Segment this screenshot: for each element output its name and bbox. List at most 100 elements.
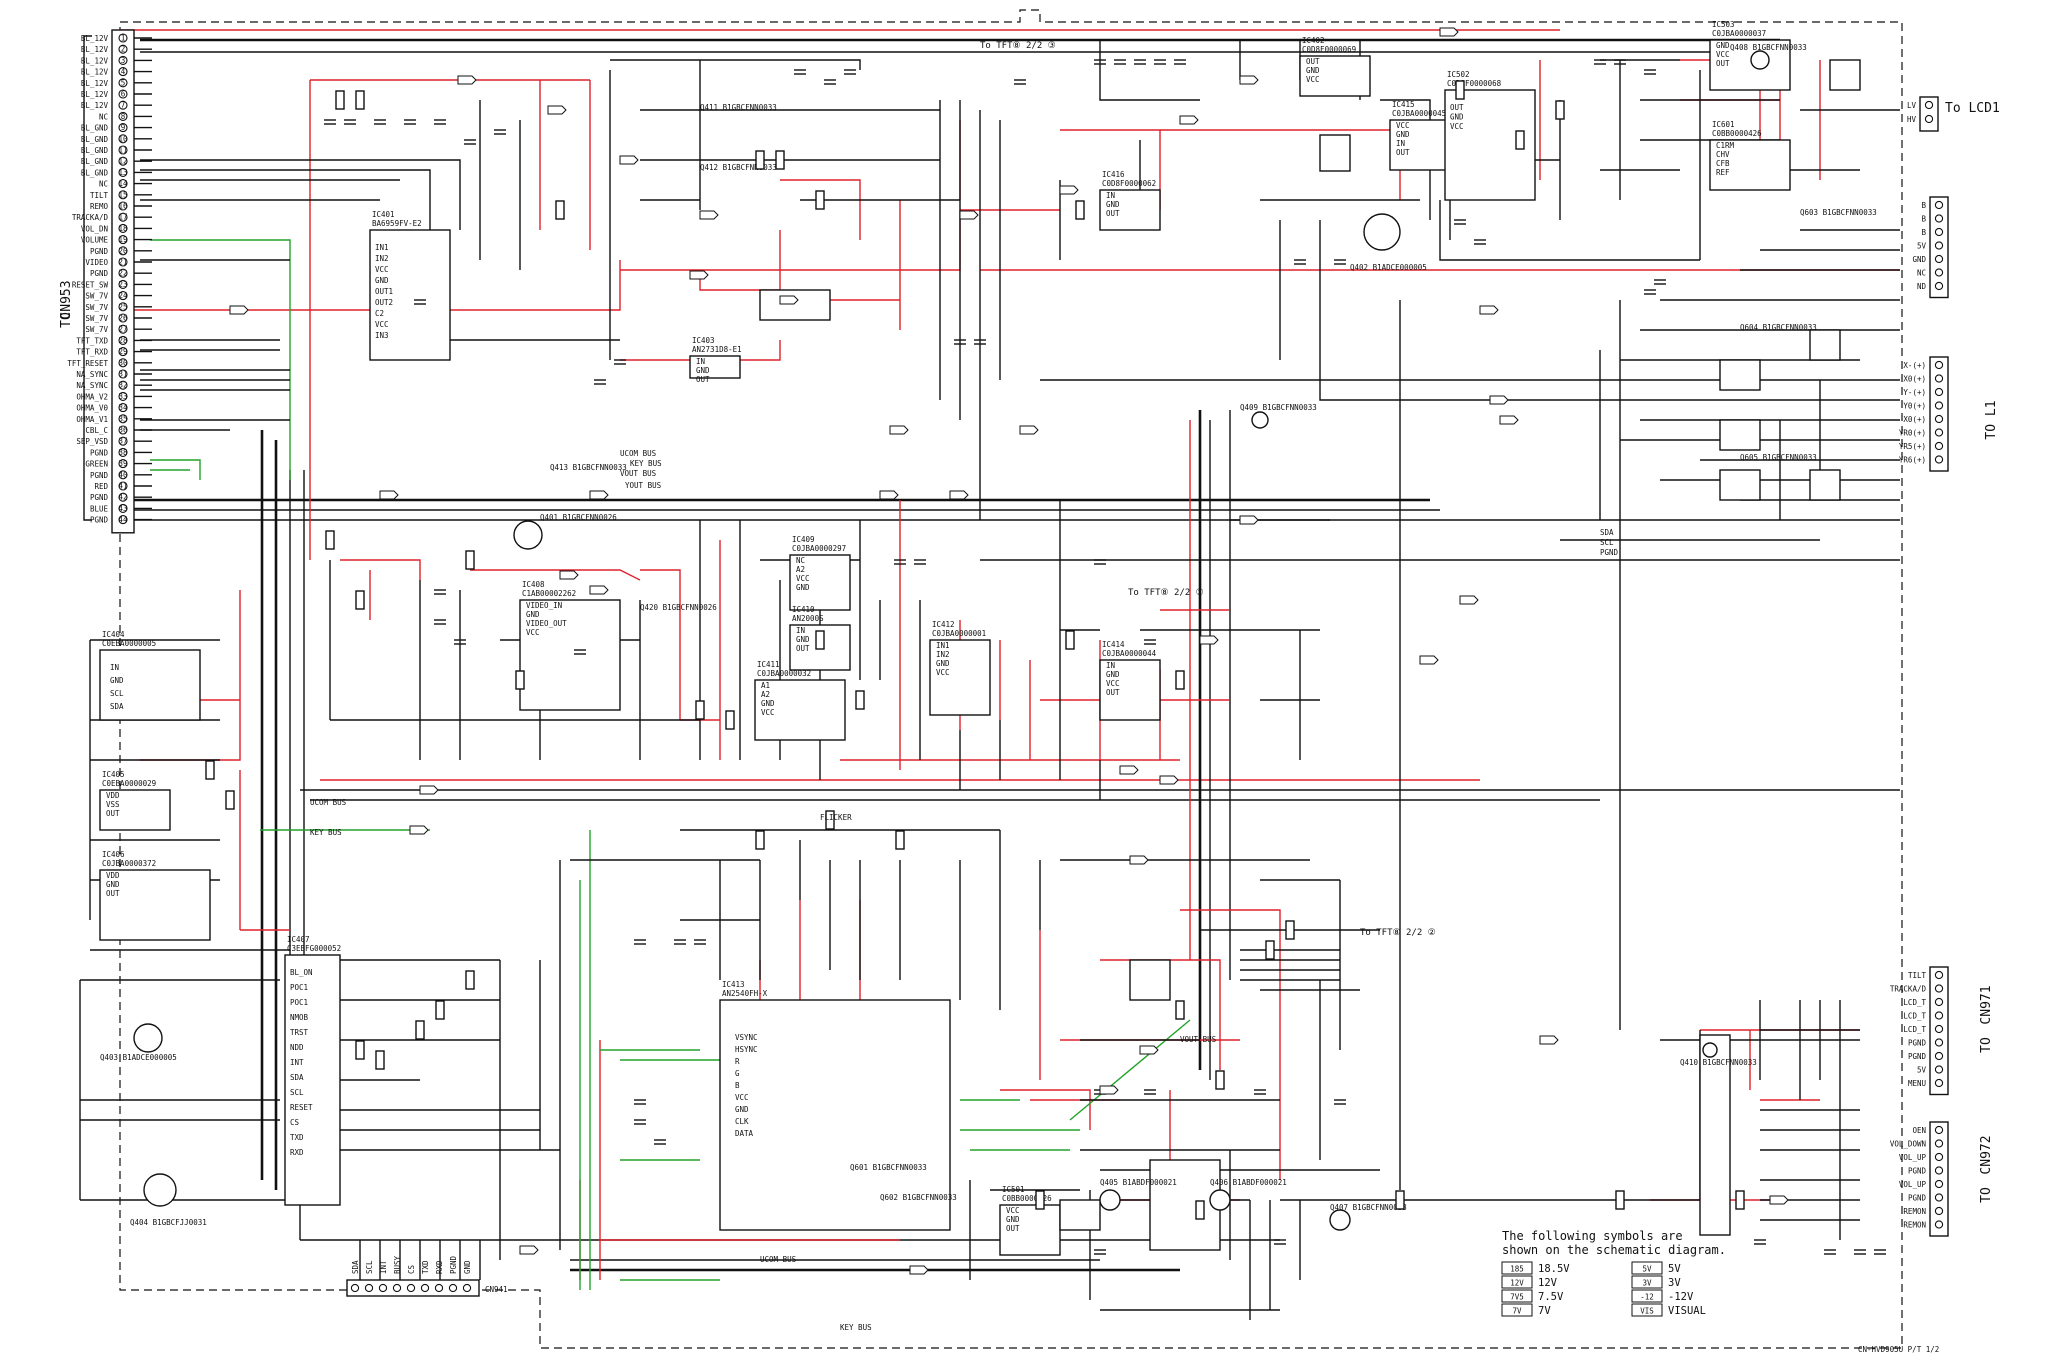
ic-pin-label: SCL — [110, 689, 124, 698]
cn972-pin-label: PGND — [1908, 1194, 1927, 1203]
resistor — [755, 150, 765, 170]
cn953-pin — [118, 279, 128, 289]
ic-pin-label: VCC — [735, 1093, 749, 1102]
ic-pin-label: RESET — [290, 1103, 313, 1112]
bus-name-label: FLICKER — [820, 813, 852, 822]
legend-symbol-tag: 185 — [1510, 1265, 1524, 1274]
lcd1-pin-label: HV — [1907, 115, 1917, 124]
legend-voltage: 7V — [1538, 1305, 1551, 1317]
cn972-pin — [1934, 1206, 1944, 1216]
ic-pin-label: VCC — [796, 574, 810, 583]
resistor — [415, 1020, 425, 1040]
ic-pin-label: POC1 — [290, 998, 308, 1007]
cn953-pin-number: 7 — [121, 101, 126, 110]
cn953-pin — [118, 246, 128, 256]
cn953-pin-number: 42 — [118, 493, 127, 502]
cn953-pin-number: 1 — [121, 34, 126, 43]
cn953-pin — [118, 257, 128, 267]
bus-flag — [1199, 635, 1219, 645]
resistor — [335, 90, 345, 110]
ic-pin-label: IN1 — [936, 641, 950, 650]
resistor — [375, 1050, 385, 1070]
ic-part-number: C0D8F0000069 — [1302, 45, 1356, 54]
legend-symbol-box — [1631, 1275, 1663, 1289]
bus-flag — [1459, 595, 1479, 605]
cn953-pin — [118, 134, 128, 144]
cn972-pin-label: VOL_DOWN — [1890, 1140, 1926, 1149]
ic-block — [1809, 329, 1841, 361]
ic-pin-label: REF — [1716, 168, 1730, 177]
ic-ref: IC407 — [287, 935, 310, 944]
cn953-pin — [118, 347, 128, 357]
ic-ref: IC503 — [1712, 20, 1735, 29]
cn953-pin-label: TFT_RESET — [67, 359, 108, 368]
cn972-pin-label: REMON — [1903, 1207, 1926, 1216]
ic-pin-label: SDA — [110, 702, 124, 711]
ic-pin-label: OUT — [796, 644, 810, 653]
ic-part-number: C0BB0000426 — [1002, 1194, 1052, 1203]
legend-symbol-tag: -12 — [1640, 1293, 1654, 1302]
l1-label: TO L1 — [1984, 400, 1999, 439]
cn953-pin-label: BL_GND — [81, 157, 109, 166]
ic-pin-label: VCC — [526, 628, 540, 637]
ic-part-number: C0JBA0000037 — [1712, 29, 1766, 38]
cn953-pin-label: BL_GND — [81, 168, 109, 177]
vout-bus-label: VOUT BUS — [1180, 1035, 1217, 1044]
cn953-pin-number: 5 — [121, 78, 126, 87]
page-reference: CN-HVD905U P/T 1/2 — [1858, 1345, 1939, 1354]
bus-flag — [909, 1265, 929, 1275]
ic-pin-label: INT — [290, 1058, 304, 1067]
resistor — [1175, 1000, 1185, 1020]
resistor — [465, 970, 475, 990]
bus-flag — [1119, 765, 1139, 775]
ic-pin-label: VCC — [375, 320, 389, 329]
ic-pin-label: OUT — [696, 375, 710, 384]
cn953-pin-label: RESET_SW — [72, 280, 109, 289]
cn953-pin — [118, 291, 128, 301]
ic-block — [999, 1204, 1061, 1256]
bus-flag — [779, 295, 799, 305]
cn953-pin-label: TILT — [90, 191, 109, 200]
ic-pin-label: IN1 — [375, 243, 389, 252]
ic-pin-label: OUT — [1450, 103, 1464, 112]
ic-pin-label: OUT — [106, 809, 120, 818]
l1-pin-label: X0(+) — [1903, 415, 1926, 424]
cn972-pin-label: VOL_UP — [1899, 1180, 1927, 1189]
resistor — [1735, 1190, 1745, 1210]
bus-flag — [1439, 27, 1459, 37]
resistor — [435, 1000, 445, 1020]
legend-symbol-tag: 3V — [1642, 1279, 1652, 1288]
ic-pin-label: C1RM — [1716, 141, 1735, 150]
cn953-pin — [118, 268, 128, 278]
cn953-pin-label: NA_SYNC — [76, 381, 108, 390]
ic-pin-label: B — [735, 1081, 740, 1090]
ic-pin-label: C2 — [375, 309, 384, 318]
key-bus-label-left: KEY BUS — [310, 828, 342, 837]
cn953-pin-label: NC — [99, 112, 108, 121]
cn971-pin — [1934, 997, 1944, 1007]
ic-ref: IC414 — [1102, 640, 1125, 649]
ic-pin-label: VCC — [1106, 679, 1120, 688]
cn953-pin-label: TFT_TXD — [76, 336, 108, 345]
ic-ref: IC403 — [692, 336, 715, 345]
ic-pin-label: IN2 — [936, 650, 950, 659]
ic-block — [284, 954, 341, 1206]
right_small-pin — [1934, 268, 1944, 277]
cn953-pin — [118, 459, 128, 469]
cn953-pin-label: OHMA_V0 — [76, 404, 108, 413]
cn971-pin — [1934, 1078, 1944, 1088]
transistor-label: Q420 B1GBCFNN0026 — [640, 603, 717, 612]
ic-block — [1099, 189, 1161, 231]
ic-block — [1319, 134, 1351, 172]
ic-block — [1059, 1199, 1101, 1231]
cn953-pin-label: TFT_RXD — [76, 348, 108, 357]
cn953-pin — [118, 515, 128, 525]
bus-flag — [1179, 115, 1199, 125]
ic-part-number: C0D8F0000068 — [1447, 79, 1502, 88]
cn953-pin — [118, 414, 128, 424]
transistor-label: Q405 B1ABDF000021 — [1100, 1178, 1177, 1187]
legend-voltage: 12V — [1538, 1277, 1558, 1289]
cn941-pin-label: PGND — [449, 1255, 458, 1274]
